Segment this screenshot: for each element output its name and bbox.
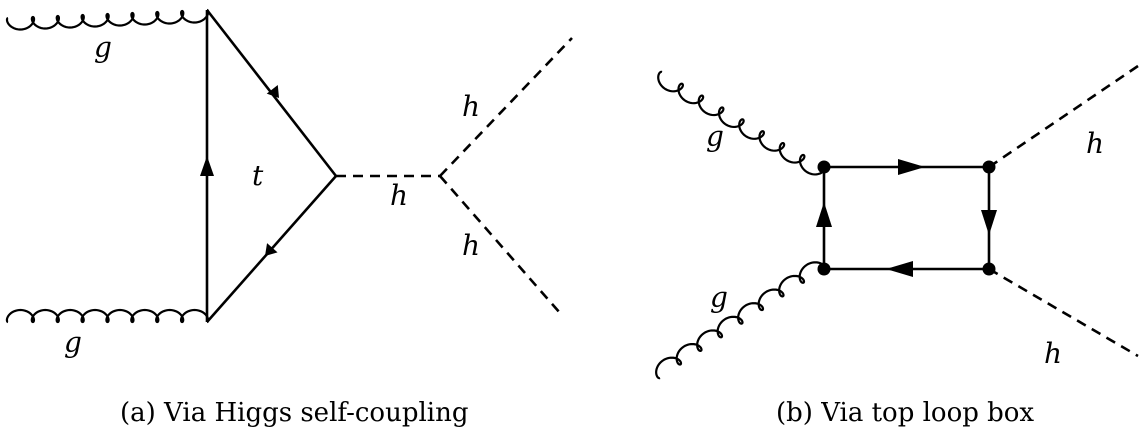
diagram-b-arrow-left <box>816 202 832 227</box>
diagram-b-higgs-out-lower-line <box>988 267 1139 358</box>
diagram-b-arrow-right <box>981 210 997 235</box>
diagram-b-label-gluon-top: g <box>706 120 724 153</box>
diagram-b-caption: (b) Via top loop box <box>776 398 1034 428</box>
diagram-b-higgs-out-upper-line <box>988 64 1139 169</box>
diagram-b: g g h h (b) Via top loop box <box>655 64 1139 428</box>
diagram-b-label-higgs-out-lower: h <box>1044 337 1062 370</box>
diagram-b-gluon-top <box>657 70 826 176</box>
diagram-b-vertex-top-left <box>817 160 831 174</box>
diagram-b-vertex-bottom-left <box>817 262 831 276</box>
diagram-a: g g t h h h (a) Via Higgs self-coupling <box>5 8 573 428</box>
diagram-a-gluon-bottom <box>5 308 210 324</box>
diagram-b-label-gluon-bottom: g <box>710 281 728 314</box>
diagram-a-label-higgs-internal: h <box>390 179 408 212</box>
diagram-a-label-top-loop: t <box>252 159 264 192</box>
diagram-b-arrow-bottom <box>886 261 913 277</box>
diagram-a-gluon-top <box>5 8 210 31</box>
diagram-a-higgs-out-upper-line <box>439 37 573 177</box>
diagram-a-higgs-out-lower-line <box>439 175 561 314</box>
diagram-a-arrow-upper <box>266 85 279 98</box>
diagram-a-label-higgs-out-lower: h <box>462 229 480 262</box>
diagram-a-label-gluon-top: g <box>94 31 112 64</box>
diagram-a-arrow-up <box>200 156 214 176</box>
diagram-b-gluon-bottom <box>655 261 826 380</box>
diagram-a-caption: (a) Via Higgs self-coupling <box>120 398 469 428</box>
diagram-a-label-higgs-out-upper: h <box>462 90 480 123</box>
diagram-b-label-higgs-out-upper: h <box>1086 127 1104 160</box>
diagram-a-arrow-lower <box>265 243 278 256</box>
diagram-b-arrow-top <box>898 159 925 175</box>
diagram-a-label-gluon-bottom: g <box>64 326 82 359</box>
